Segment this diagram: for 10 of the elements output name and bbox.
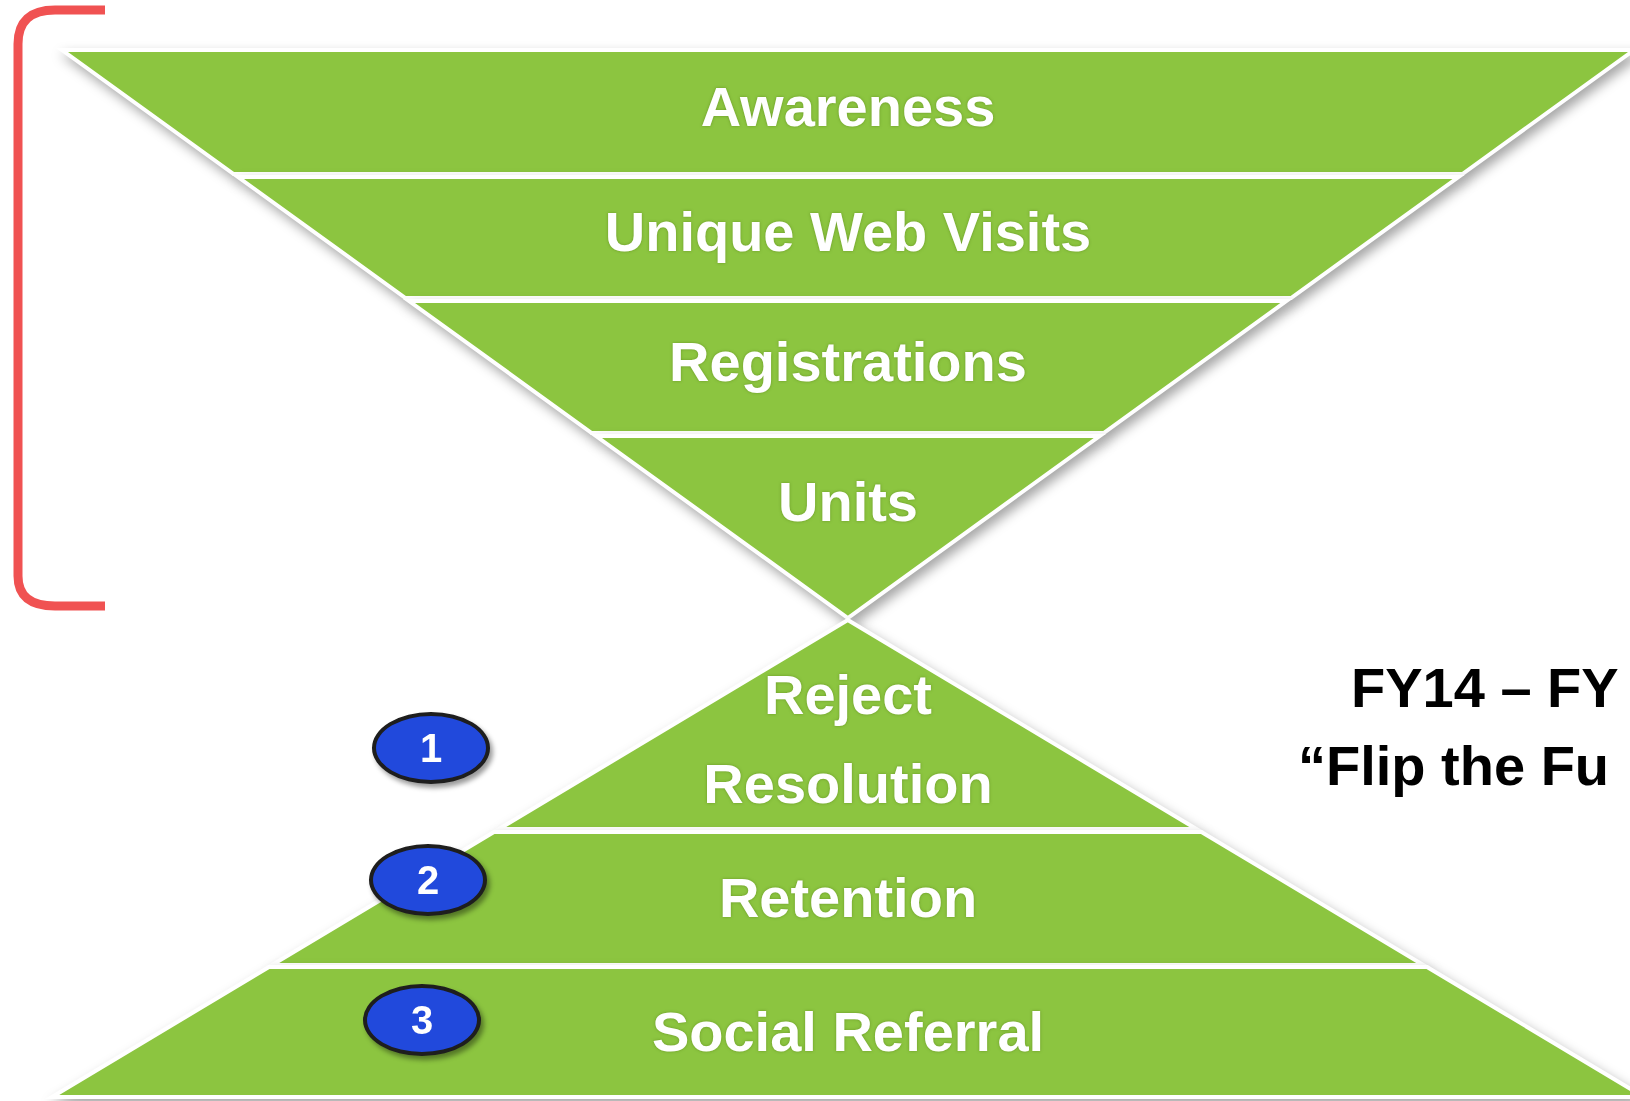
callout-number: 1 — [372, 712, 490, 784]
title-text: FY14 – FY — [1351, 655, 1619, 720]
band-label: Social Referral — [651, 998, 1045, 1065]
band-label: Unique Web Visits — [604, 199, 1092, 266]
band-label: Awareness — [700, 73, 996, 140]
band-label: Units — [778, 468, 918, 535]
band-label: Retention — [718, 865, 978, 932]
title-text: “Flip the Fu — [1298, 733, 1610, 798]
band-label: Reject Resolution — [702, 661, 994, 818]
band-label: Registrations — [669, 328, 1027, 395]
